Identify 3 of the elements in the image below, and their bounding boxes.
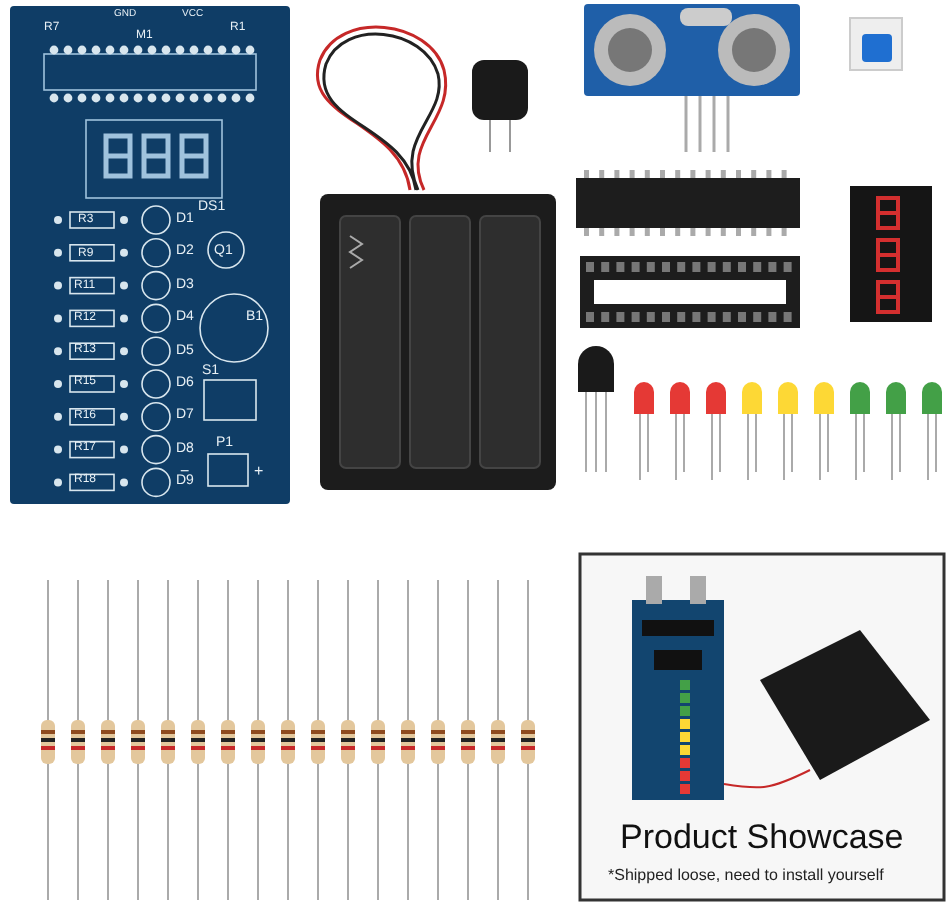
panel-title: Product Showcase <box>620 820 904 854</box>
silkscreen-label: + <box>254 464 264 480</box>
shipping-note: *Shipped loose, need to install yourself <box>608 868 884 884</box>
